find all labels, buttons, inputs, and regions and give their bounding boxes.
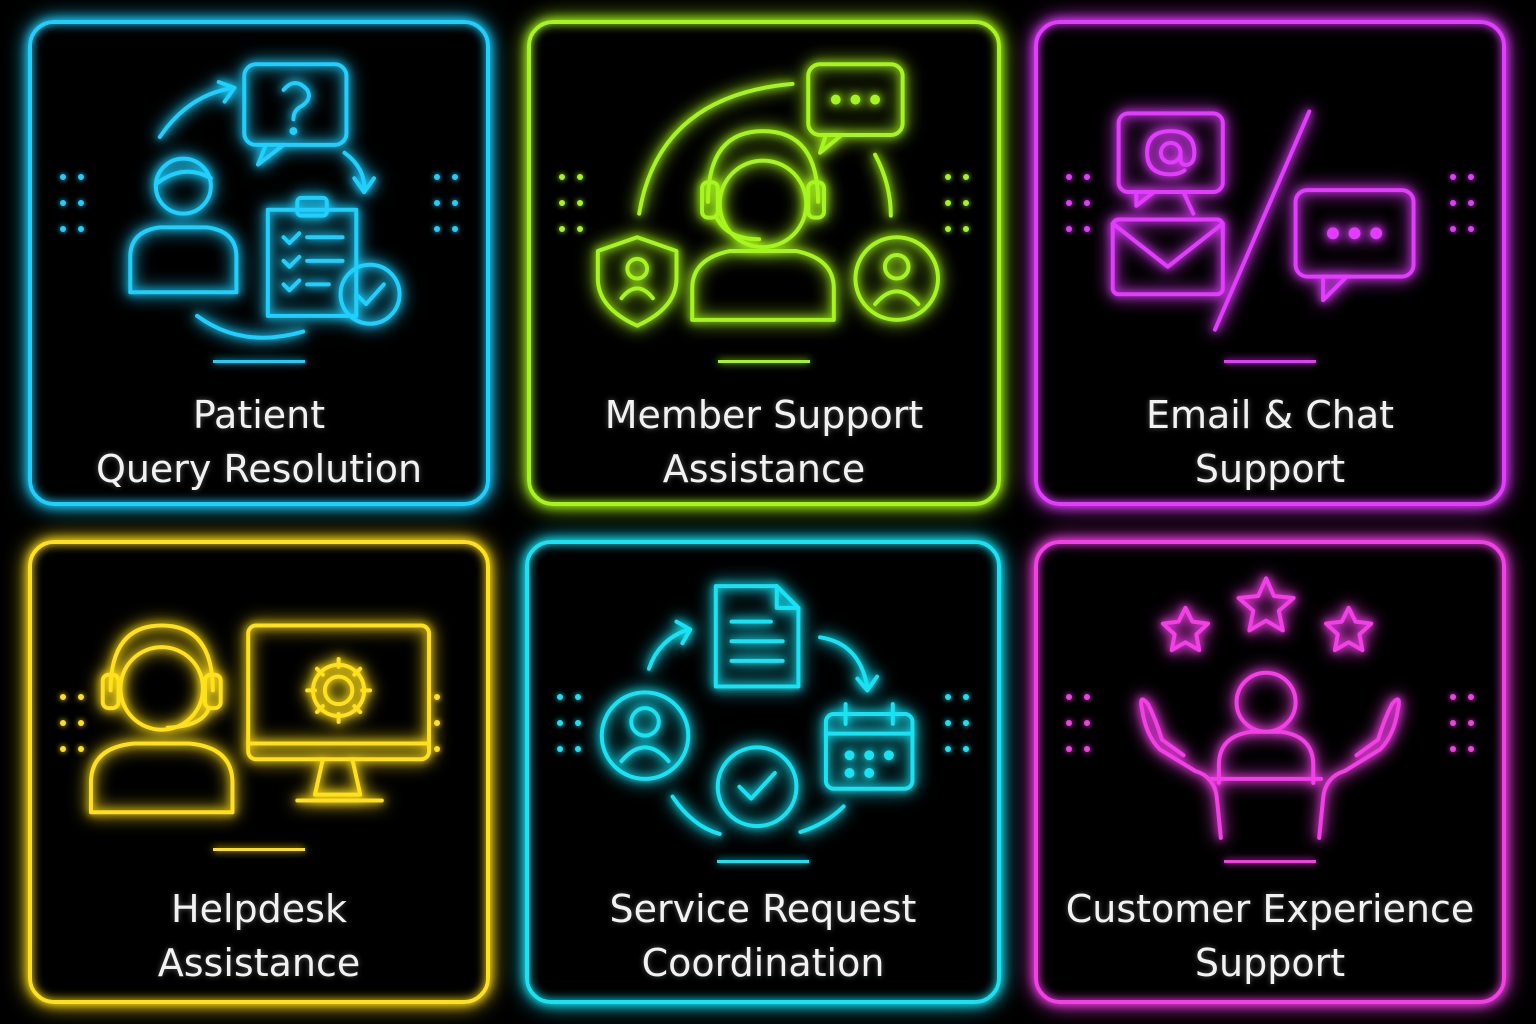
- card-email-chat-support[interactable]: Email & Chat Support: [1034, 20, 1506, 506]
- decorative-dots: [943, 174, 971, 236]
- email-chat-icon: [1038, 24, 1502, 364]
- decorative-dots: [555, 694, 583, 756]
- card-label: Service Request Coordination: [529, 882, 997, 990]
- card-label-line1: Customer Experience: [1065, 887, 1475, 931]
- card-label-line2: Assistance: [157, 941, 361, 985]
- decorative-dots: [58, 694, 86, 756]
- service-request-icon: [529, 544, 997, 884]
- divider: [213, 848, 305, 851]
- card-label-line1: Service Request: [609, 887, 917, 931]
- card-label-line1: Patient: [192, 393, 326, 437]
- decorative-dots: [432, 174, 460, 236]
- card-label-line1: Email & Chat: [1145, 393, 1395, 437]
- card-patient-query-resolution[interactable]: Patient Query Resolution: [28, 20, 490, 506]
- card-service-request-coordination[interactable]: Service Request Coordination: [525, 540, 1001, 1004]
- card-label: Customer Experience Support: [1038, 882, 1502, 990]
- divider: [717, 860, 809, 863]
- decorative-dots: [432, 694, 460, 756]
- card-label-line2: Support: [1194, 941, 1346, 985]
- card-label: Email & Chat Support: [1038, 388, 1502, 496]
- card-helpdesk-assistance[interactable]: Helpdesk Assistance: [28, 540, 490, 1004]
- decorative-dots: [58, 174, 86, 236]
- card-label-line2: Assistance: [662, 447, 866, 491]
- patient-query-icon: [32, 24, 486, 364]
- decorative-dots: [1448, 174, 1476, 236]
- card-label-line2: Support: [1194, 447, 1346, 491]
- card-label-line2: Query Resolution: [95, 447, 423, 491]
- card-label-line1: Member Support: [604, 393, 924, 437]
- member-support-icon: [531, 24, 997, 364]
- divider: [213, 360, 305, 363]
- card-label-line2: Coordination: [641, 941, 885, 985]
- divider: [718, 360, 810, 363]
- decorative-dots: [557, 174, 585, 236]
- divider: [1224, 860, 1316, 863]
- divider: [1224, 360, 1316, 363]
- decorative-dots: [1064, 694, 1092, 756]
- decorative-dots: [943, 694, 971, 756]
- decorative-dots: [1448, 694, 1476, 756]
- card-label: Member Support Assistance: [531, 388, 997, 496]
- decorative-dots: [1064, 174, 1092, 236]
- card-label: Patient Query Resolution: [32, 388, 486, 496]
- card-customer-experience-support[interactable]: Customer Experience Support: [1034, 540, 1506, 1004]
- card-label: Helpdesk Assistance: [32, 882, 486, 990]
- card-member-support-assistance[interactable]: Member Support Assistance: [527, 20, 1001, 506]
- customer-experience-icon: [1038, 544, 1502, 884]
- helpdesk-icon: [32, 544, 486, 884]
- card-label-line1: Helpdesk: [171, 887, 347, 931]
